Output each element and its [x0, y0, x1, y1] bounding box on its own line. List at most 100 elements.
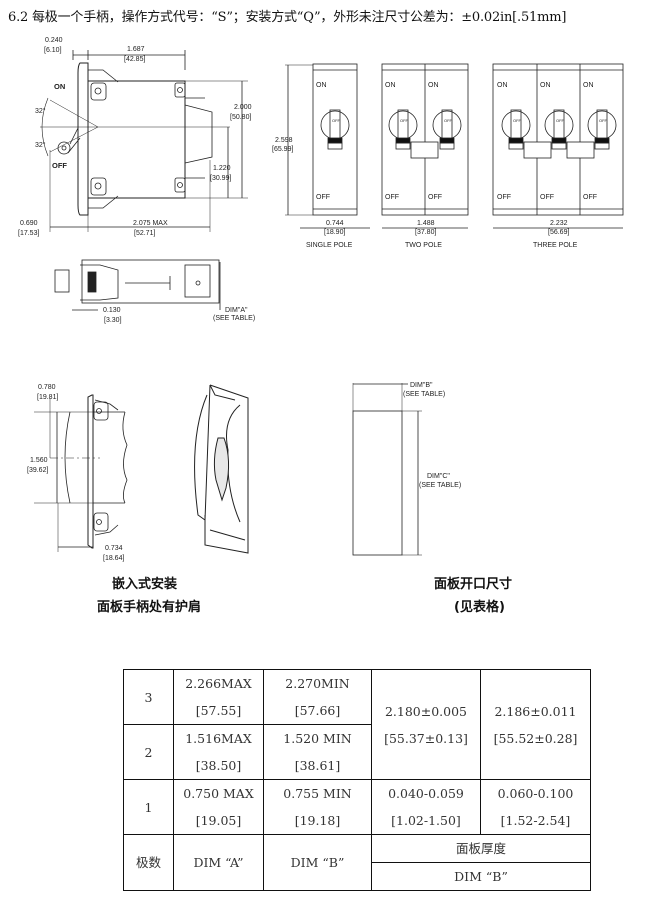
dim-2075: 2.075 MAX	[133, 220, 168, 227]
value-mm: [55.52±0.28]	[493, 730, 578, 746]
handle-off-label: OFF	[599, 118, 608, 123]
on-label: ON	[583, 82, 594, 89]
handle-off-label: OFF	[513, 118, 522, 123]
angle-bottom: 32°	[35, 141, 46, 149]
dim-2075-mm: [52.71]	[134, 230, 155, 237]
dim-b-cell: 0.755 MIN [19.18]	[263, 779, 372, 835]
value-mm: [55.37±0.13]	[384, 730, 468, 746]
single-width: 0.744	[326, 220, 344, 227]
dimension-table: 3 2.266MAX [57.55] 2.270MIN[57.66] 2.180±…	[123, 669, 591, 891]
off-label: OFF	[428, 194, 442, 201]
table-header-row: DIM “B”	[124, 862, 591, 891]
dim-a-value: 2.266MAX	[185, 676, 252, 691]
multi-pole-thickness-1: 2.180±0.005 [55.37±0.13]	[371, 669, 481, 780]
top-view	[54, 259, 221, 311]
dim-b-note: (SEE TABLE)	[403, 391, 445, 398]
two-width-mm: [37.80]	[415, 229, 436, 236]
dim-b-cell: 2.270MIN[57.66]	[263, 669, 372, 725]
single-width-mm: [18.90]	[324, 229, 345, 236]
off-label: OFF	[316, 194, 330, 201]
handle-icon: OFF	[544, 109, 574, 150]
dim-0690-mm: [17.53]	[18, 230, 39, 237]
three-width-mm: [56.69]	[548, 229, 569, 236]
value: 2.186±0.011	[494, 703, 577, 719]
table-row: 3 2.266MAX [57.55] 2.270MIN[57.66] 2.180±…	[123, 669, 591, 780]
flush-mount-view	[34, 394, 128, 552]
dim-b-cell: 1.520 MIN [38.61]	[263, 724, 372, 780]
on-label: ON	[540, 82, 551, 89]
dim-a-value: 0.750 MAX	[183, 786, 254, 801]
dim-b-value: 2.270MIN	[285, 676, 350, 691]
value: 0.060-0.100	[497, 786, 574, 801]
dim-a-mm: [57.55]	[195, 703, 242, 718]
dim-a-cell: 0.750 MAX [19.05]	[173, 779, 264, 835]
handle-icon: OFF	[501, 109, 531, 150]
poles-cell: 3	[123, 669, 174, 725]
header-dim-a: DIM “A”	[173, 834, 264, 891]
on-label: ON	[428, 82, 439, 89]
handle-off-label: OFF	[556, 118, 565, 123]
dim-b-value: 0.755 MIN	[283, 786, 352, 801]
handle-icon: OFF	[320, 109, 350, 150]
header-panel-thickness: 面板厚度	[371, 834, 591, 863]
dim-0780-mm: [19.81]	[37, 394, 58, 401]
dim-b-label: DIM"B"	[410, 382, 433, 389]
table-header-row: 极数 DIM “A” DIM “B” 面板厚度	[123, 834, 591, 891]
single-pole-thickness-2: 0.060-0.100 [1.52-2.54]	[480, 779, 591, 835]
dim-0240: 0.240	[45, 37, 63, 44]
dim-0240-mm: [6.10]	[44, 47, 62, 54]
handle-off-label: OFF	[444, 118, 453, 123]
dim-b-mm: [19.18]	[294, 813, 341, 828]
dim-c-note: (SEE TABLE)	[419, 482, 461, 489]
off-label: OFF	[497, 194, 511, 201]
handle-icon: OFF	[587, 109, 617, 150]
header-poles: 极数	[123, 834, 174, 891]
dim-0734-mm: [18.64]	[103, 555, 124, 562]
value: 0.040-0.059	[388, 786, 464, 801]
dim-a-value: 1.516MAX	[185, 731, 252, 746]
on-label: ON	[54, 82, 65, 91]
table-row: 2 1.516MAX [38.50] 1.520 MIN [38.61]	[123, 724, 591, 780]
on-label: ON	[497, 82, 508, 89]
header-dim-b: DIM “B”	[263, 834, 372, 891]
dim-0130: 0.130	[103, 307, 121, 314]
dim-a-mm: [19.05]	[195, 813, 242, 828]
dim-1220-mm: [30.99]	[210, 175, 231, 182]
dim-1220: 1.220	[213, 165, 231, 172]
flush-mount-caption-2: 面板手柄处有护肩	[97, 599, 201, 615]
dim-1560: 1.560	[30, 457, 48, 464]
side-view	[40, 50, 248, 232]
single-pole-thickness-1: 0.040-0.059 [1.02-1.50]	[371, 779, 481, 835]
dim-a-mm: [38.50]	[195, 758, 242, 773]
off-label: OFF	[385, 194, 399, 201]
on-label: ON	[385, 82, 396, 89]
flush-mount-caption-1: 嵌入式安装	[112, 576, 177, 592]
section-heading: 6.2 每极一个手柄，操作方式代号：“S”；安装方式“Q”，外形未注尺寸公差为：…	[8, 10, 567, 25]
dim-1560-mm: [39.62]	[27, 467, 48, 474]
handle-icon: OFF	[388, 109, 418, 150]
handle-off-label: OFF	[332, 118, 341, 123]
handle-off-label: OFF	[400, 118, 409, 123]
value-mm: [1.02-1.50]	[391, 813, 461, 828]
dim-b-mm: [38.61]	[294, 758, 341, 773]
multi-pole-thickness-2: 2.186±0.011 [55.52±0.28]	[480, 669, 591, 780]
on-label: ON	[316, 82, 327, 89]
value-mm: [1.52-2.54]	[500, 813, 571, 828]
three-pole-label: THREE POLE	[533, 242, 578, 249]
height-mm: [65.99]	[272, 146, 293, 153]
poles-cell: 2	[123, 724, 174, 780]
dim-0690: 0.690	[20, 220, 38, 227]
off-label: OFF	[540, 194, 554, 201]
two-pole-label: TWO POLE	[405, 242, 442, 249]
cutout-caption-1: 面板开口尺寸	[434, 576, 512, 592]
dim-a-note: (SEE TABLE)	[213, 315, 255, 322]
handle-icon: OFF	[432, 109, 462, 150]
table-row: 1 0.750 MAX[19.05] 0.755 MIN[19.18] 0.04…	[123, 779, 591, 835]
three-width: 2.232	[550, 220, 568, 227]
dim-a-cell: 2.266MAX [57.55]	[173, 669, 264, 725]
dim-a-label: DIM"A"	[225, 307, 248, 314]
dim-0734: 0.734	[105, 545, 123, 552]
value: 2.180±0.005	[384, 703, 468, 719]
dim-b-value: 1.520 MIN	[283, 731, 352, 746]
